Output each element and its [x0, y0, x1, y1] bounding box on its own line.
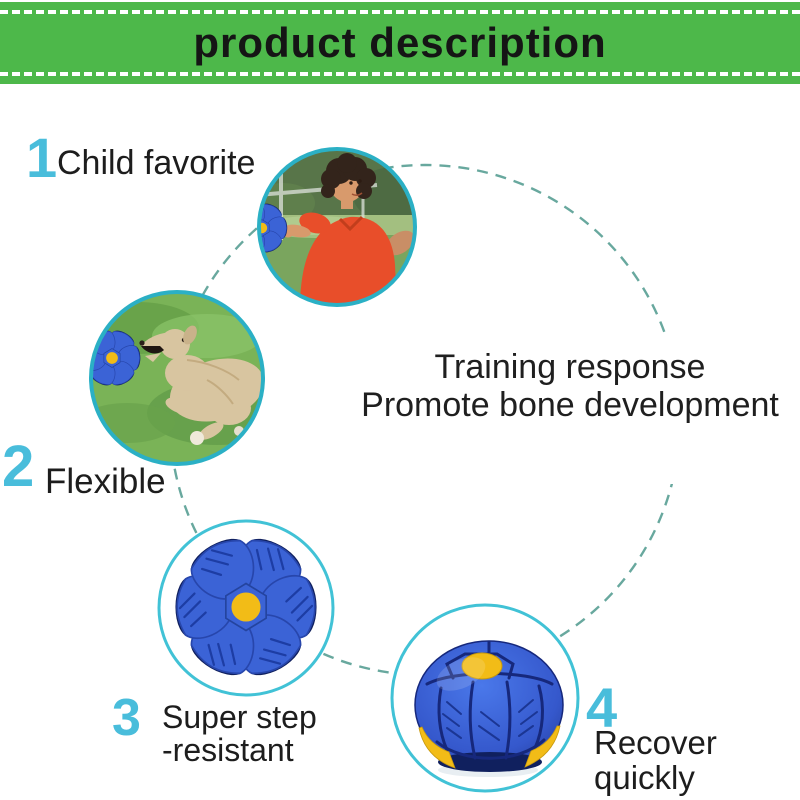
feature-2-label: Flexible: [45, 462, 166, 501]
flat-disc-illustration: [157, 519, 335, 697]
page-title: product description: [193, 19, 607, 66]
feature-4-number: 4: [586, 676, 618, 739]
feature-3-label: Super step -resistant: [162, 701, 317, 767]
title-banner: product description: [0, 2, 800, 84]
round-ball-illustration: [390, 603, 580, 793]
dog-photo-illustration: [89, 290, 265, 466]
feature-1-number: 1: [26, 126, 58, 189]
center-text-line2: Promote bone development: [361, 386, 779, 424]
child-photo-illustration: [257, 147, 417, 307]
center-text-line1: Training response: [434, 348, 706, 386]
center-text: Training response Promote bone developme…: [340, 348, 800, 424]
feature-3-number: 3: [112, 689, 141, 747]
feature-2-number: 2: [2, 434, 35, 499]
feature-3-label-line2: -resistant: [162, 732, 294, 768]
feature-4-label: Recover quickly: [594, 724, 717, 796]
banner-dashed-border-bottom: [0, 72, 800, 76]
feature-3-label-line1: Super step: [162, 699, 317, 735]
feature-1-label: Child favorite: [57, 144, 256, 182]
banner-dashed-border-top: [0, 10, 800, 14]
